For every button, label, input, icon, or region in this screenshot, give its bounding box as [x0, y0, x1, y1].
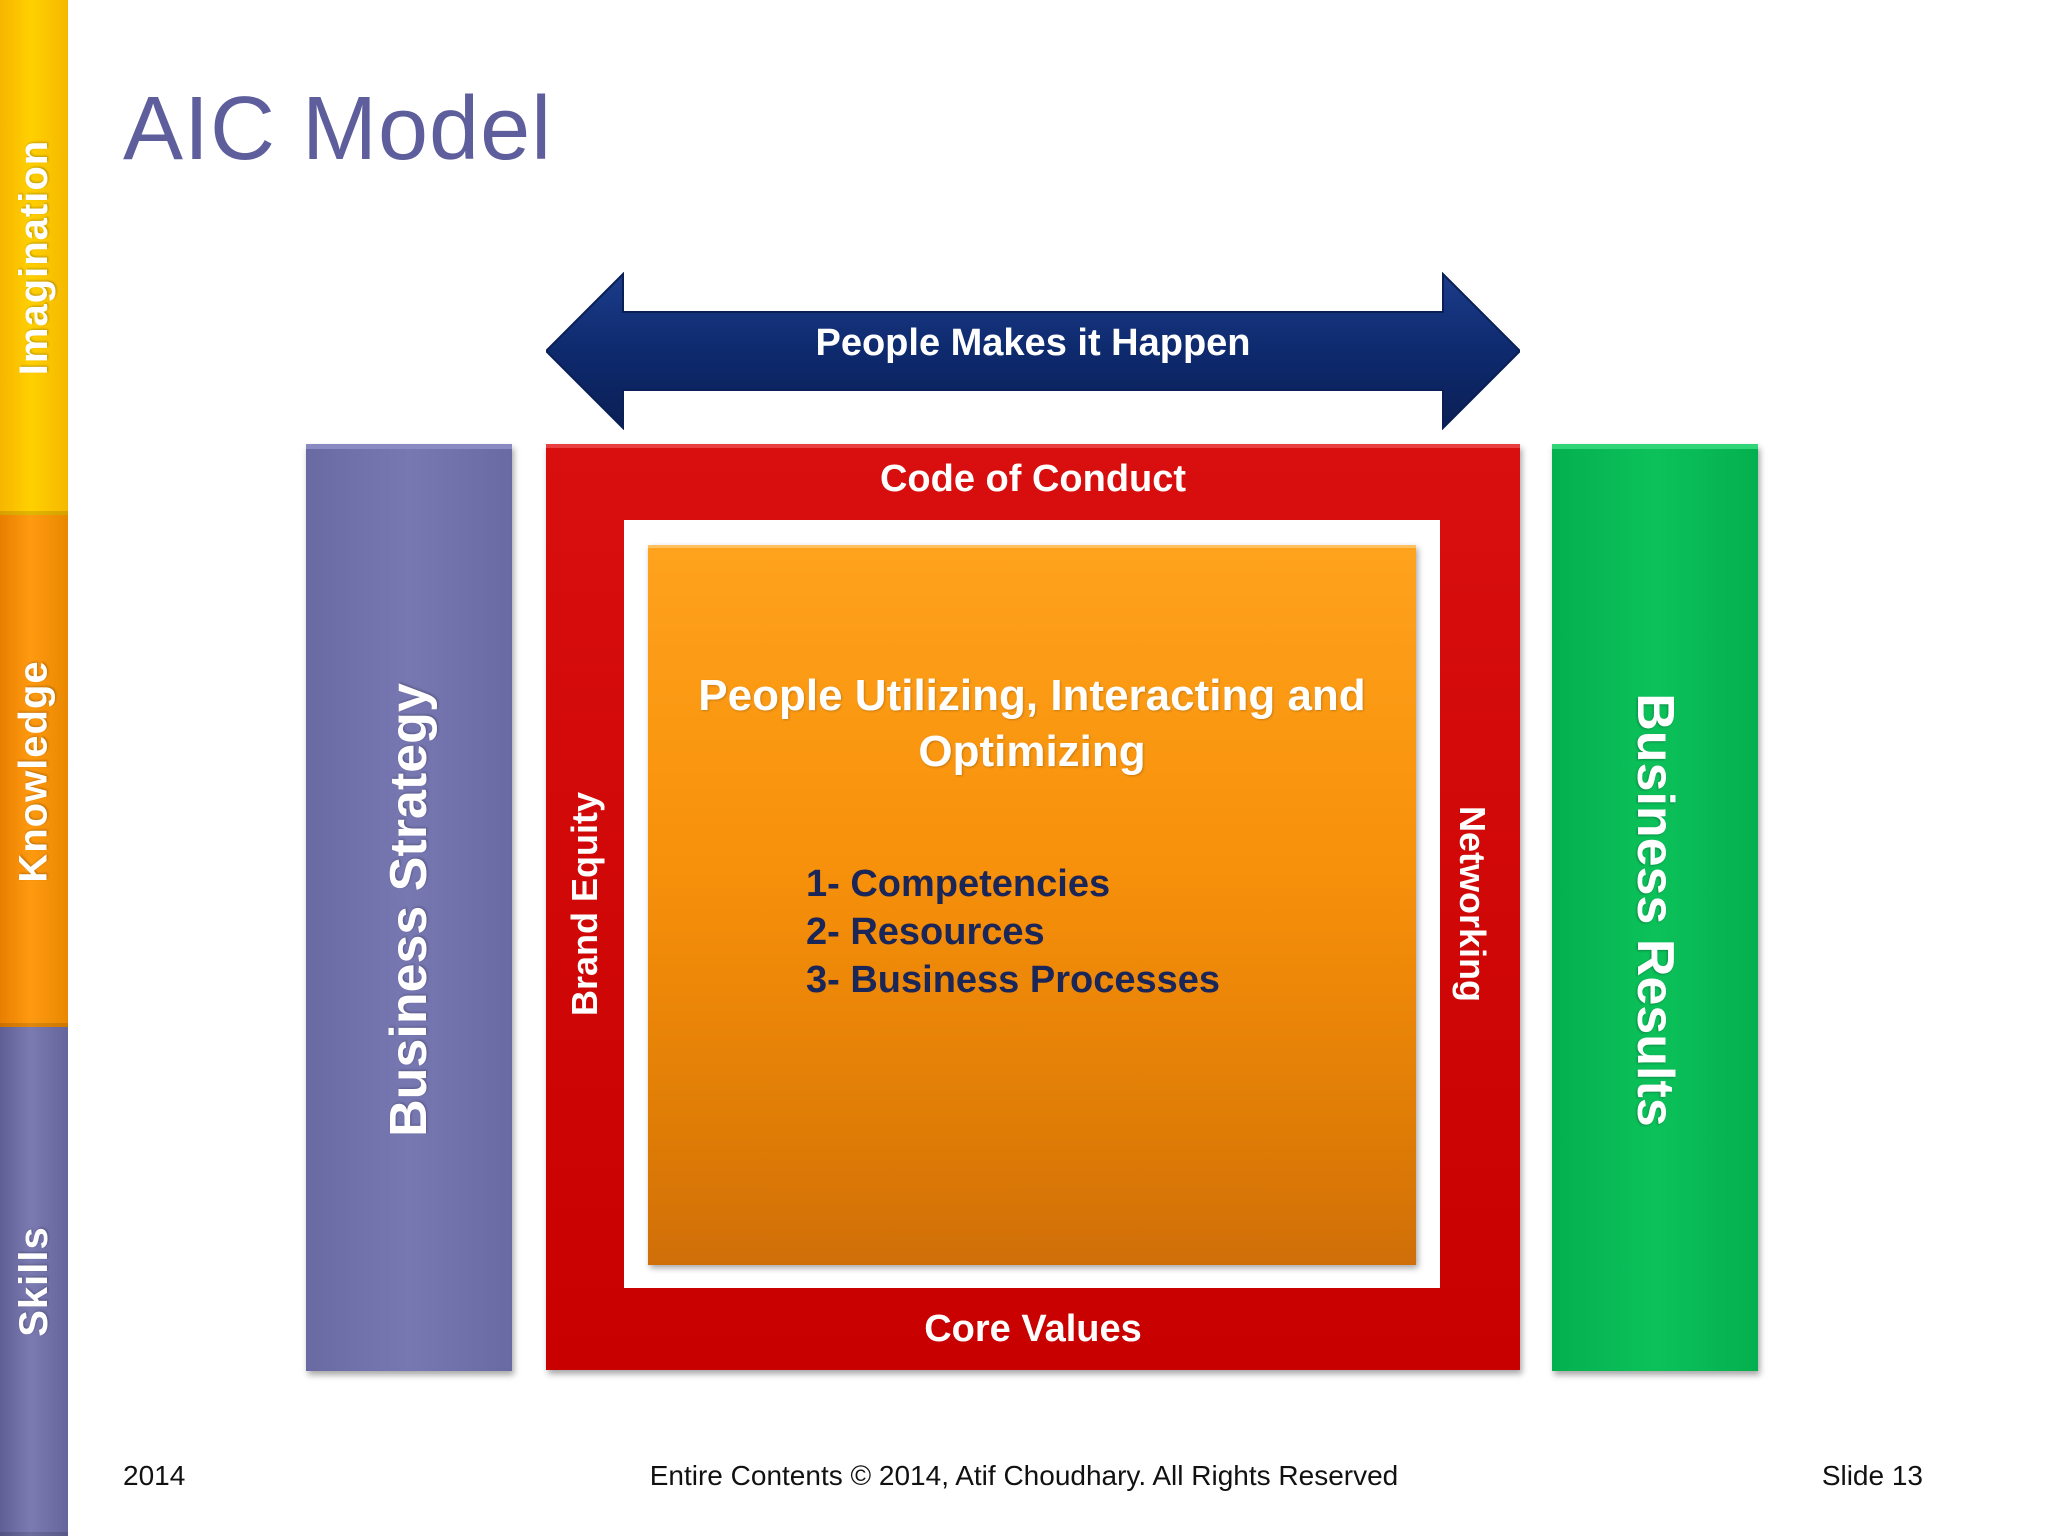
code-of-conduct-label: Code of Conduct: [879, 458, 1187, 500]
business-strategy-label: Business Strategy: [380, 683, 438, 1137]
center-orange-box: People Utilizing, Interacting and Optimi…: [648, 545, 1416, 1265]
footer-copyright: Entire Contents © 2014, Atif Choudhary. …: [649, 1460, 1399, 1491]
core-values-label: Core Values: [924, 1308, 1142, 1350]
business-results-column: Business Results: [1552, 444, 1758, 1371]
slide-title: AIC Model: [123, 79, 553, 179]
side-label-skills: Skills: [11, 1226, 56, 1337]
side-segment-knowledge: Knowledge: [0, 515, 68, 1027]
side-label-imagination: Imagination: [11, 139, 56, 376]
networking-label: Networking: [1452, 805, 1493, 1003]
business-results-label: Business Results: [1626, 693, 1684, 1127]
list-item: 3- Business Processes: [806, 959, 1221, 1001]
business-strategy-column: Business Strategy: [306, 444, 512, 1371]
center-heading-line-1: People Utilizing, Interacting and: [698, 671, 1366, 720]
side-segment-skills: Skills: [0, 1027, 68, 1536]
brand-equity-label: Brand Equity: [564, 791, 605, 1017]
side-label-knowledge: Knowledge: [11, 659, 56, 883]
center-heading-line-2: Optimizing: [918, 727, 1146, 776]
arrow-label: People Makes it Happen: [815, 322, 1251, 364]
center-heading: People Utilizing, Interacting and Optimi…: [648, 668, 1416, 780]
list-item: 2- Resources: [806, 911, 1045, 953]
side-segment-imagination: Imagination: [0, 0, 68, 515]
list-item: 1- Competencies: [806, 863, 1111, 905]
double-arrow-shape: [546, 272, 1520, 430]
center-list: 1- Competencies 2- Resources 3- Business…: [806, 860, 1220, 1004]
footer-slide-number: Slide 13: [1821, 1460, 1923, 1491]
footer-year: 2014: [123, 1460, 186, 1491]
